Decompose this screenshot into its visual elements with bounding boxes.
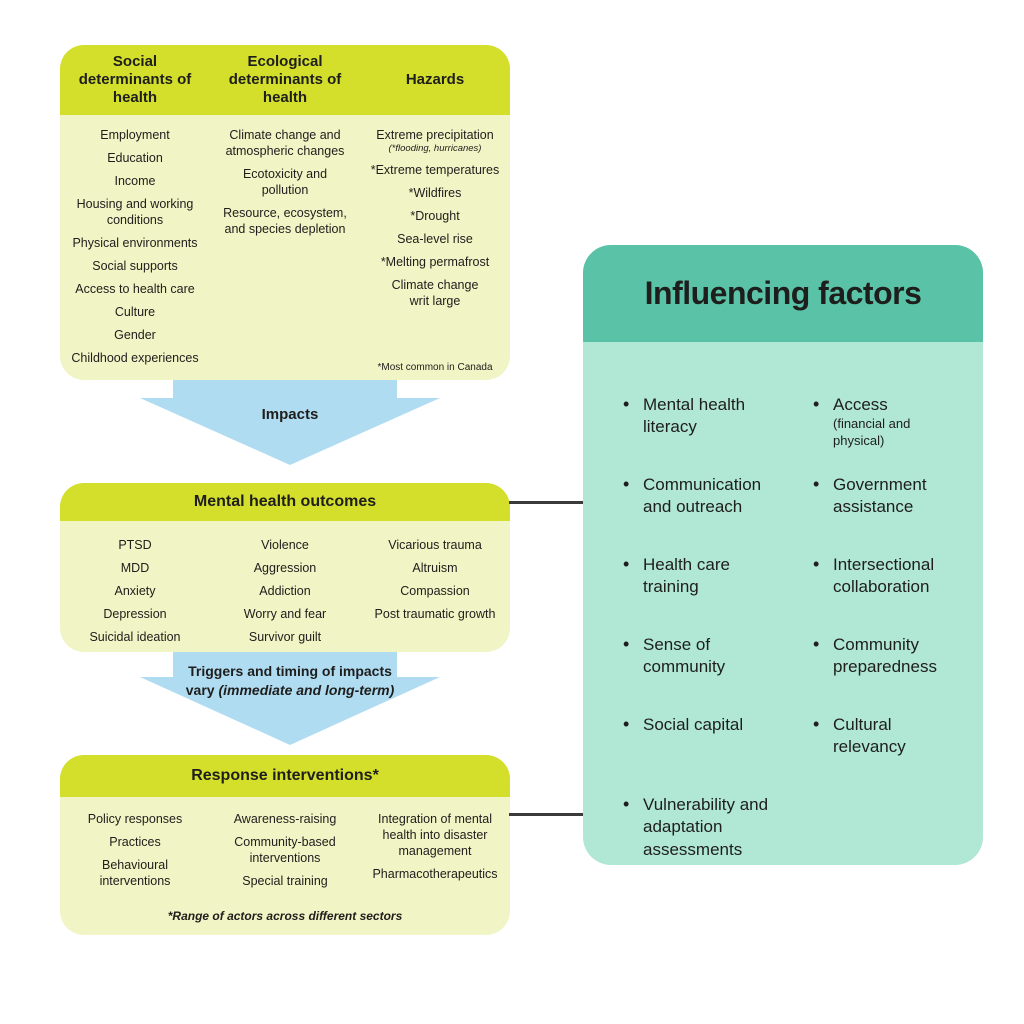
influencing-factors-left-list: Mental health literacyCommunication and … <box>623 393 813 874</box>
influencing-factor-item: Vulnerability and adaptation assessments <box>623 793 813 874</box>
influencing-factor-item: Health care training <box>623 553 813 634</box>
social-determinant-item: Income <box>114 174 156 188</box>
social-determinant-item: Social supports <box>92 259 178 273</box>
hazards-column: Extreme precipitation(*flooding, hurrica… <box>360 127 510 373</box>
item-note: (*flooding, hurricanes) <box>388 143 482 154</box>
social-determinant-item: Employment <box>100 128 170 142</box>
outcome-item: Aggression <box>253 561 317 575</box>
social-determinant-item: Physical environments <box>72 236 198 250</box>
intervention-item: Practices <box>109 835 161 849</box>
outcome-item: Vicarious trauma <box>388 538 482 552</box>
outcome-item: Anxiety <box>114 584 156 598</box>
influencing-factor-item: Government assistance <box>813 473 953 554</box>
triggers-arrow-label-main: Triggers and timing of impacts vary <box>185 663 392 698</box>
interventions-box-header: Response interventions* <box>60 755 510 797</box>
interventions-list-col3: Integration of mental health into disast… <box>360 811 510 896</box>
interventions-to-influencing-connector-line <box>509 813 585 816</box>
outcome-item: Depression <box>103 607 167 621</box>
triggers-down-arrow: Triggers and timing of impacts vary (imm… <box>140 652 440 745</box>
influencing-factor-item: Community preparedness <box>813 633 953 714</box>
ecological-determinants-header: Ecological determinants of health <box>228 52 342 107</box>
triggers-arrow-label: Triggers and timing of impacts vary (imm… <box>174 652 406 700</box>
impacts-down-arrow: Impacts <box>140 380 440 465</box>
social-determinant-item: Childhood experiences <box>71 351 199 365</box>
ecological-determinant-item: Resource, ecosystem, and species depleti… <box>223 206 347 236</box>
outcome-item: Worry and fear <box>243 607 327 621</box>
triggers-arrow-label-note: (immediate and long-term) <box>218 681 395 698</box>
outcome-item: Post traumatic growth <box>374 607 496 621</box>
ecological-determinant-item: Ecotoxicity and pollution <box>242 167 328 197</box>
hazards-footnote: *Most common in Canada <box>377 362 493 373</box>
impacts-arrow-label: Impacts <box>261 406 319 423</box>
influencing-factor-item: Cultural relevancy <box>813 713 953 794</box>
hazard-item: Extreme precipitation(*flooding, hurrica… <box>376 128 494 154</box>
response-interventions-box: Response interventions* Policy responses… <box>60 755 510 935</box>
hazards-list: Extreme precipitation(*flooding, hurrica… <box>371 127 500 338</box>
determinants-hazards-box: Social determinants of health Ecological… <box>60 45 510 380</box>
hazard-item: *Extreme temperatures <box>370 162 500 177</box>
outcome-item: Altruism <box>412 561 458 575</box>
intervention-item: Policy responses <box>87 812 183 826</box>
influencing-factors-right-list: Access(financial and physical)Government… <box>813 393 953 874</box>
item-note: (financial and physical) <box>833 416 911 448</box>
outcome-item: MDD <box>120 561 150 575</box>
hazards-header: Hazards <box>405 70 465 88</box>
hazard-item: Sea-level rise <box>397 231 473 246</box>
social-determinants-header: Social determinants of health <box>78 52 192 107</box>
outcome-item: Addiction <box>259 584 311 598</box>
outcomes-to-influencing-connector-line <box>509 501 585 504</box>
intervention-item: Community-based interventions <box>234 835 336 865</box>
intervention-item: Awareness-raising <box>233 812 337 826</box>
influencing-factors-title: Influencing factors <box>583 245 983 342</box>
social-determinant-item: Access to health care <box>75 282 195 296</box>
social-determinant-item: Culture <box>114 305 156 319</box>
ecological-determinant-item: Climate change and atmospheric changes <box>225 128 345 158</box>
influencing-factor-item: Access(financial and physical) <box>813 393 953 474</box>
hazard-item: *Wildfires <box>408 185 462 200</box>
influencing-factor-item: Intersectional collaboration <box>813 553 953 634</box>
influencing-factor-item: Mental health literacy <box>623 393 813 474</box>
outcome-item: PTSD <box>118 538 152 552</box>
intervention-item: Integration of mental health into disast… <box>378 812 492 858</box>
outcome-item: Violence <box>261 538 309 552</box>
interventions-footnote: *Range of actors across different sector… <box>167 909 403 923</box>
social-determinant-item: Gender <box>114 328 156 342</box>
social-determinant-item: Education <box>107 151 163 165</box>
determinants-box-header: Social determinants of health Ecological… <box>60 45 510 115</box>
intervention-item: Behavioural interventions <box>99 858 171 888</box>
influencing-factors-box: Influencing factors Mental health litera… <box>583 245 983 865</box>
influencing-factor-item: Communication and outreach <box>623 473 813 554</box>
outcome-item: Compassion <box>400 584 470 598</box>
outcomes-box-header: Mental health outcomes <box>60 483 510 521</box>
intervention-item: Special training <box>242 874 328 888</box>
intervention-item: Pharmacotherapeutics <box>372 867 498 881</box>
hazard-item: *Drought <box>410 208 460 223</box>
influencing-factor-item: Sense of community <box>623 633 813 714</box>
hazard-item: *Melting permafrost <box>380 254 490 269</box>
influencing-factor-item: Social capital <box>623 713 813 794</box>
social-determinant-item: Housing and working conditions <box>76 197 194 227</box>
influencing-factors-body: Mental health literacyCommunication and … <box>583 342 983 874</box>
hazard-item: Climate change writ large <box>391 277 479 308</box>
outcome-item: Suicidal ideation <box>89 630 181 644</box>
outcome-item: Survivor guilt <box>248 630 322 644</box>
